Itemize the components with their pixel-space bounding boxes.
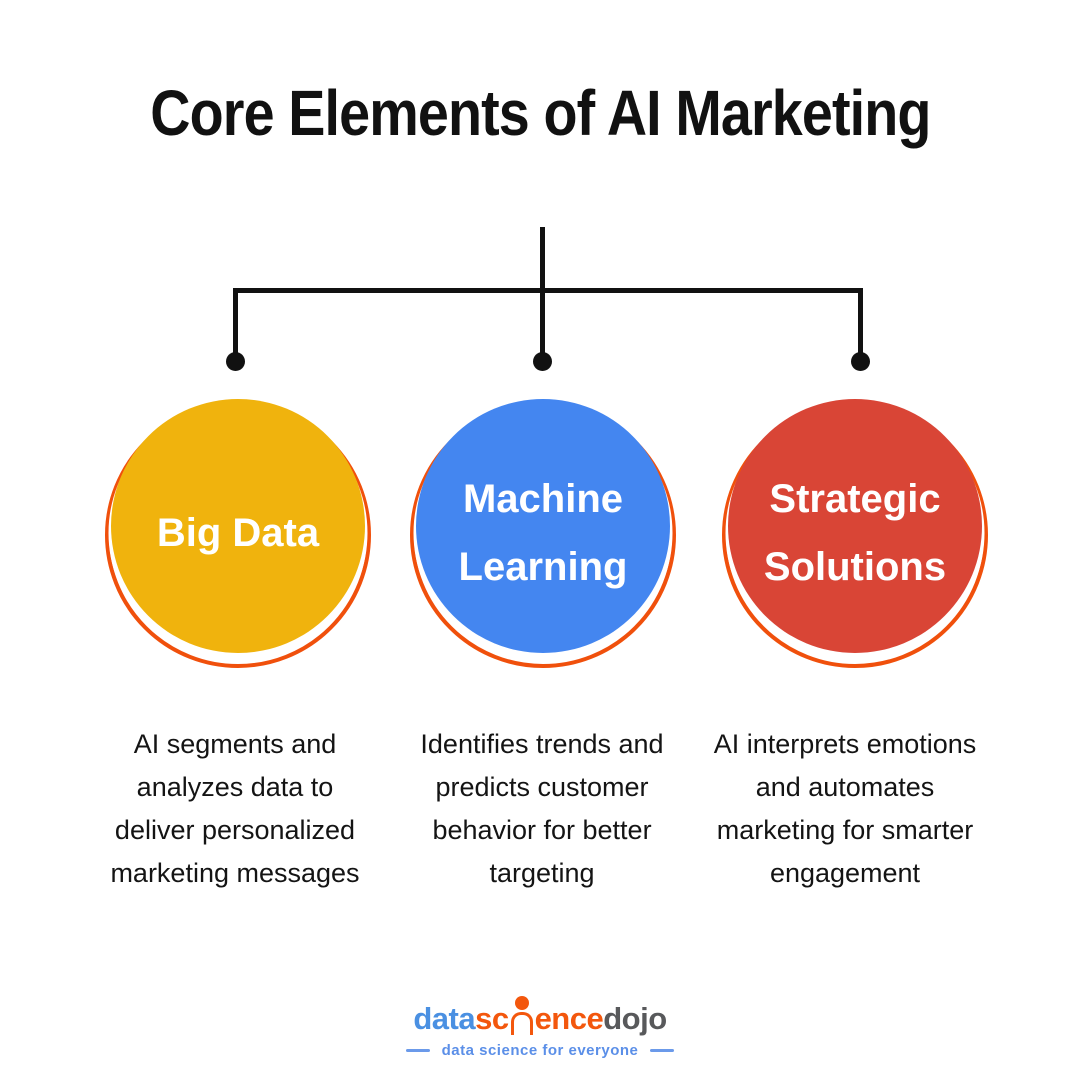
title-wrap: Core Elements of AI Marketing [0,76,1080,150]
desc-line: behavior for better [432,815,652,845]
desc-line: deliver personalized [114,815,356,845]
machine-learning-label-line1: Machine [462,477,624,521]
machine-learning-fill [416,399,670,653]
desc-line: and automates [755,772,935,802]
big-data-circle [105,399,371,668]
brand-logo: data sc ence dojo [413,996,667,1036]
big-data-description: AI segments and analyzes data to deliver… [70,723,400,895]
tagline-dash-right [650,1049,675,1052]
desc-line: marketing messages [110,858,360,888]
person-arms-icon [510,1012,533,1035]
page-title: Core Elements of AI Marketing [149,77,931,149]
tagline-dash-left [405,1049,430,1052]
brand-part-data: data [413,1001,476,1036]
machine-learning-circle [410,399,676,668]
tagline-row: data science for everyone [394,1042,687,1059]
desc-line: targeting [489,858,595,888]
desc-line: engagement [769,858,921,888]
machine-learning-label: Machine Learning [398,388,688,678]
big-data-label: Big Data [93,388,383,678]
desc-line: analyzes data to [136,772,334,802]
strategic-solutions-label-line2: Solutions [763,545,947,589]
connector-dot-center [533,352,552,371]
connector-dot-left [226,352,245,371]
connector-right-vertical [858,288,863,363]
strategic-solutions-label-line1: Strategic [769,477,941,521]
machine-learning-label-line2: Learning [458,545,628,589]
brand-part-ence: ence [534,1001,604,1036]
desc-line: AI segments and [133,729,337,759]
strategic-solutions-description: AI interprets emotions and automates mar… [680,723,1010,895]
connector-horizontal [233,288,863,293]
desc-line: Identifies trends and [420,729,664,759]
footer: data sc ence dojo data science for every… [0,996,1080,1059]
strategic-solutions-circle [722,399,988,668]
big-data-fill [111,399,365,653]
connector-left-vertical [233,288,238,363]
brand-part-dojo: dojo [603,1001,667,1036]
connector-dot-right [851,352,870,371]
machine-learning-description: Identifies trends and predicts customer … [377,723,707,895]
desc-line: AI interprets emotions [713,729,977,759]
strategic-solutions-label: Strategic Solutions [710,388,1000,678]
person-head-icon [514,996,529,1010]
connector-center-vertical [540,227,545,362]
person-icon [510,996,534,1036]
big-data-label-line1: Big Data [156,511,320,555]
desc-line: predicts customer [435,772,649,802]
brand-tagline: data science for everyone [441,1042,639,1059]
strategic-solutions-fill [728,399,982,653]
desc-line: marketing for smarter [716,815,974,845]
brand-part-sc: sc [475,1001,509,1036]
